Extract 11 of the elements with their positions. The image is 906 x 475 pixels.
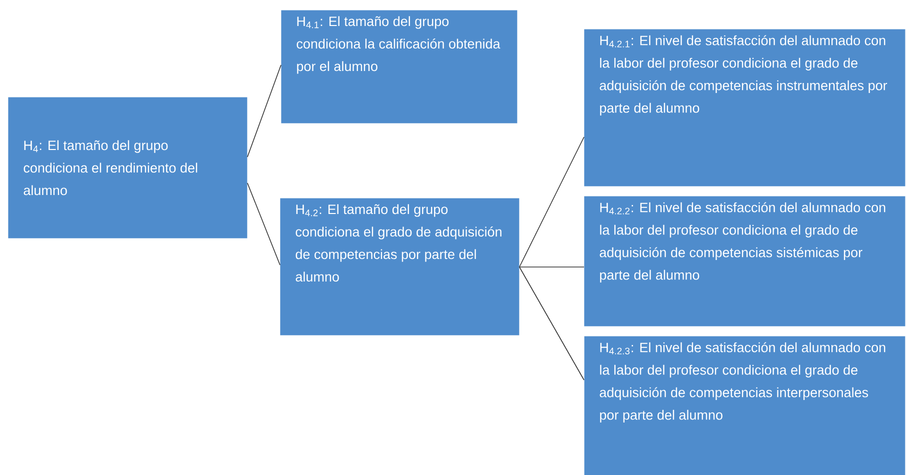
connector-line [519,136,584,268]
connector-line [519,266,584,268]
hypothesis-box: H$_{4.2.3}$: El nivel de satisfacción del alumnado con la labor del profesor condiciona el grado de adquisición de competencias interpersonales por parte del alumno [584,336,906,475]
hypothesis-box: H$_{4.1}$: El tamaño del grupo condiciona la calificación obtenida por el alumno [281,10,518,124]
hypothesis-box: H$_{4}$: El tamaño del grupo condiciona el rendimiento del alumno [8,97,248,238]
connector-line [519,266,584,380]
hypothesis-box: H$_{4.2.1}$: El nivel de satisfacción del alumnado con la labor del profesor condiciona el grado de adquisición de competencias instrumentales por parte del alumno [584,29,906,186]
hypothesis-box: H$_{4.2}$: El tamaño del grupo condiciona el grado de adquisición de competencias por parte del alumno [280,198,520,336]
connector-line [247,64,282,158]
connector-line [247,182,280,266]
hypothesis-box: H$_{4.2.2}$: El nivel de satisfacción del alumnado con la labor del profesor condiciona el grado de adquisición de competencias sistémicas por parte del alumno [584,196,906,326]
